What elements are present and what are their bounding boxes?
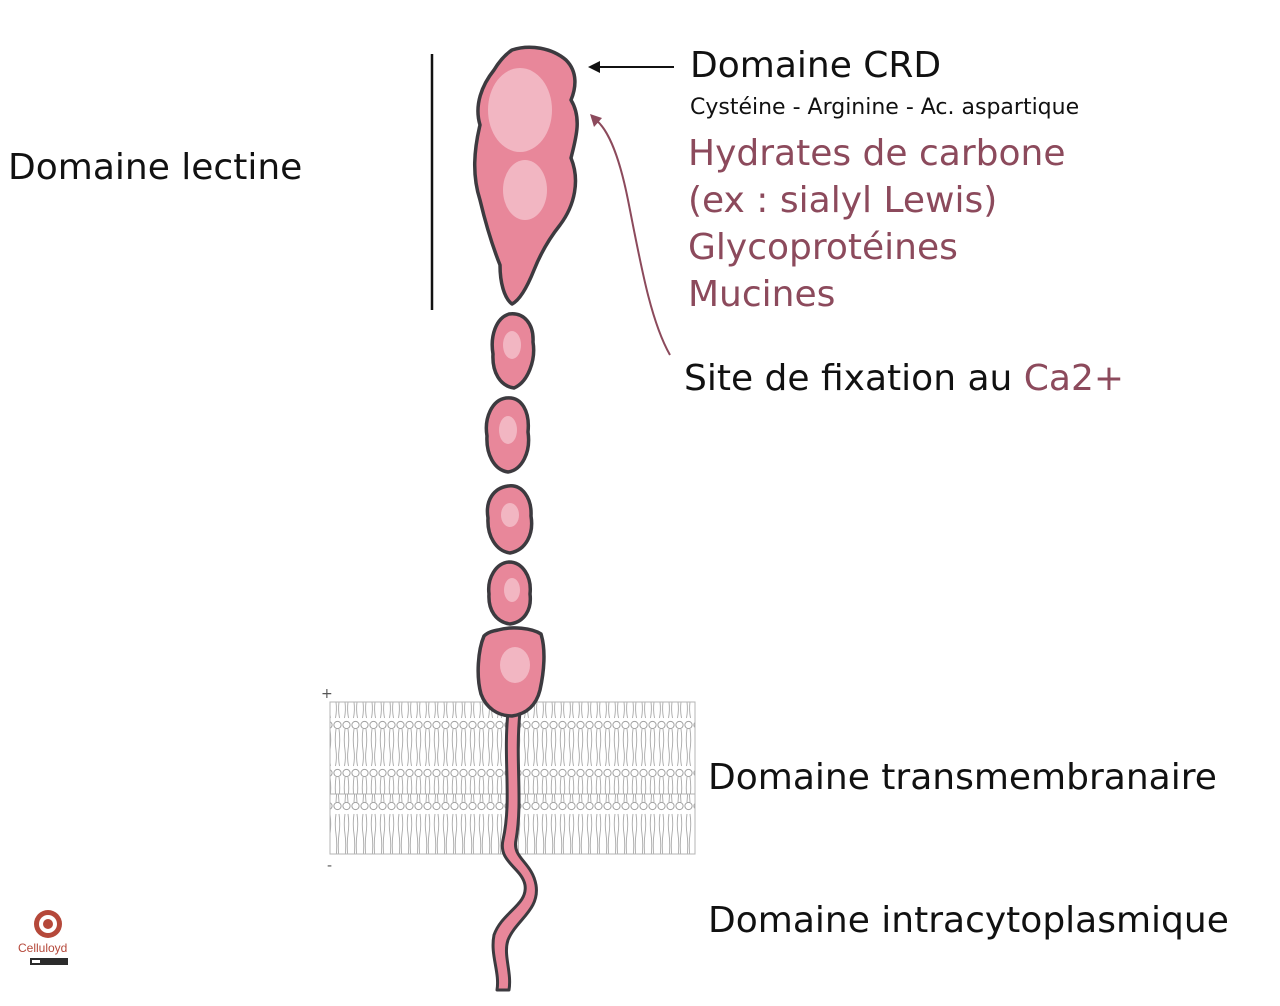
calcium-site-prefix: Site de fixation au bbox=[684, 358, 1013, 399]
calcium-site-arrow bbox=[590, 114, 671, 356]
calcium-site-label: Site de fixation au Ca2+ bbox=[684, 361, 1124, 397]
intracytoplasmic-domain-label: Domaine intracytoplasmique bbox=[708, 900, 1229, 941]
celluloyd-logo-icon bbox=[30, 910, 68, 965]
crd-arrow bbox=[588, 61, 674, 73]
logo-name: Celluloyd bbox=[18, 941, 68, 955]
crd-title: Domaine CRD bbox=[690, 45, 942, 86]
membrane-outer-sign: + bbox=[321, 686, 333, 702]
membrane-inner-sign: - bbox=[327, 858, 332, 874]
crd-subtitle: Cystéine - Arginine - Ac. aspartique bbox=[690, 95, 1080, 120]
transmembrane-domain-label: Domaine transmembranaire bbox=[708, 757, 1217, 798]
intracytoplasmic-tail bbox=[491, 710, 538, 992]
calcium-ion: Ca2+ bbox=[1023, 358, 1125, 399]
ligand-glycoproteins: Glycoprotéines bbox=[688, 227, 958, 268]
ligand-mucins: Mucines bbox=[688, 274, 836, 315]
protein-highlights bbox=[488, 68, 552, 683]
ligand-sialyl-lewis: (ex : sialyl Lewis) bbox=[688, 180, 998, 221]
lectin-domain-label: Domaine lectine bbox=[8, 147, 303, 188]
ligand-carbohydrates: Hydrates de carbone bbox=[688, 133, 1066, 174]
